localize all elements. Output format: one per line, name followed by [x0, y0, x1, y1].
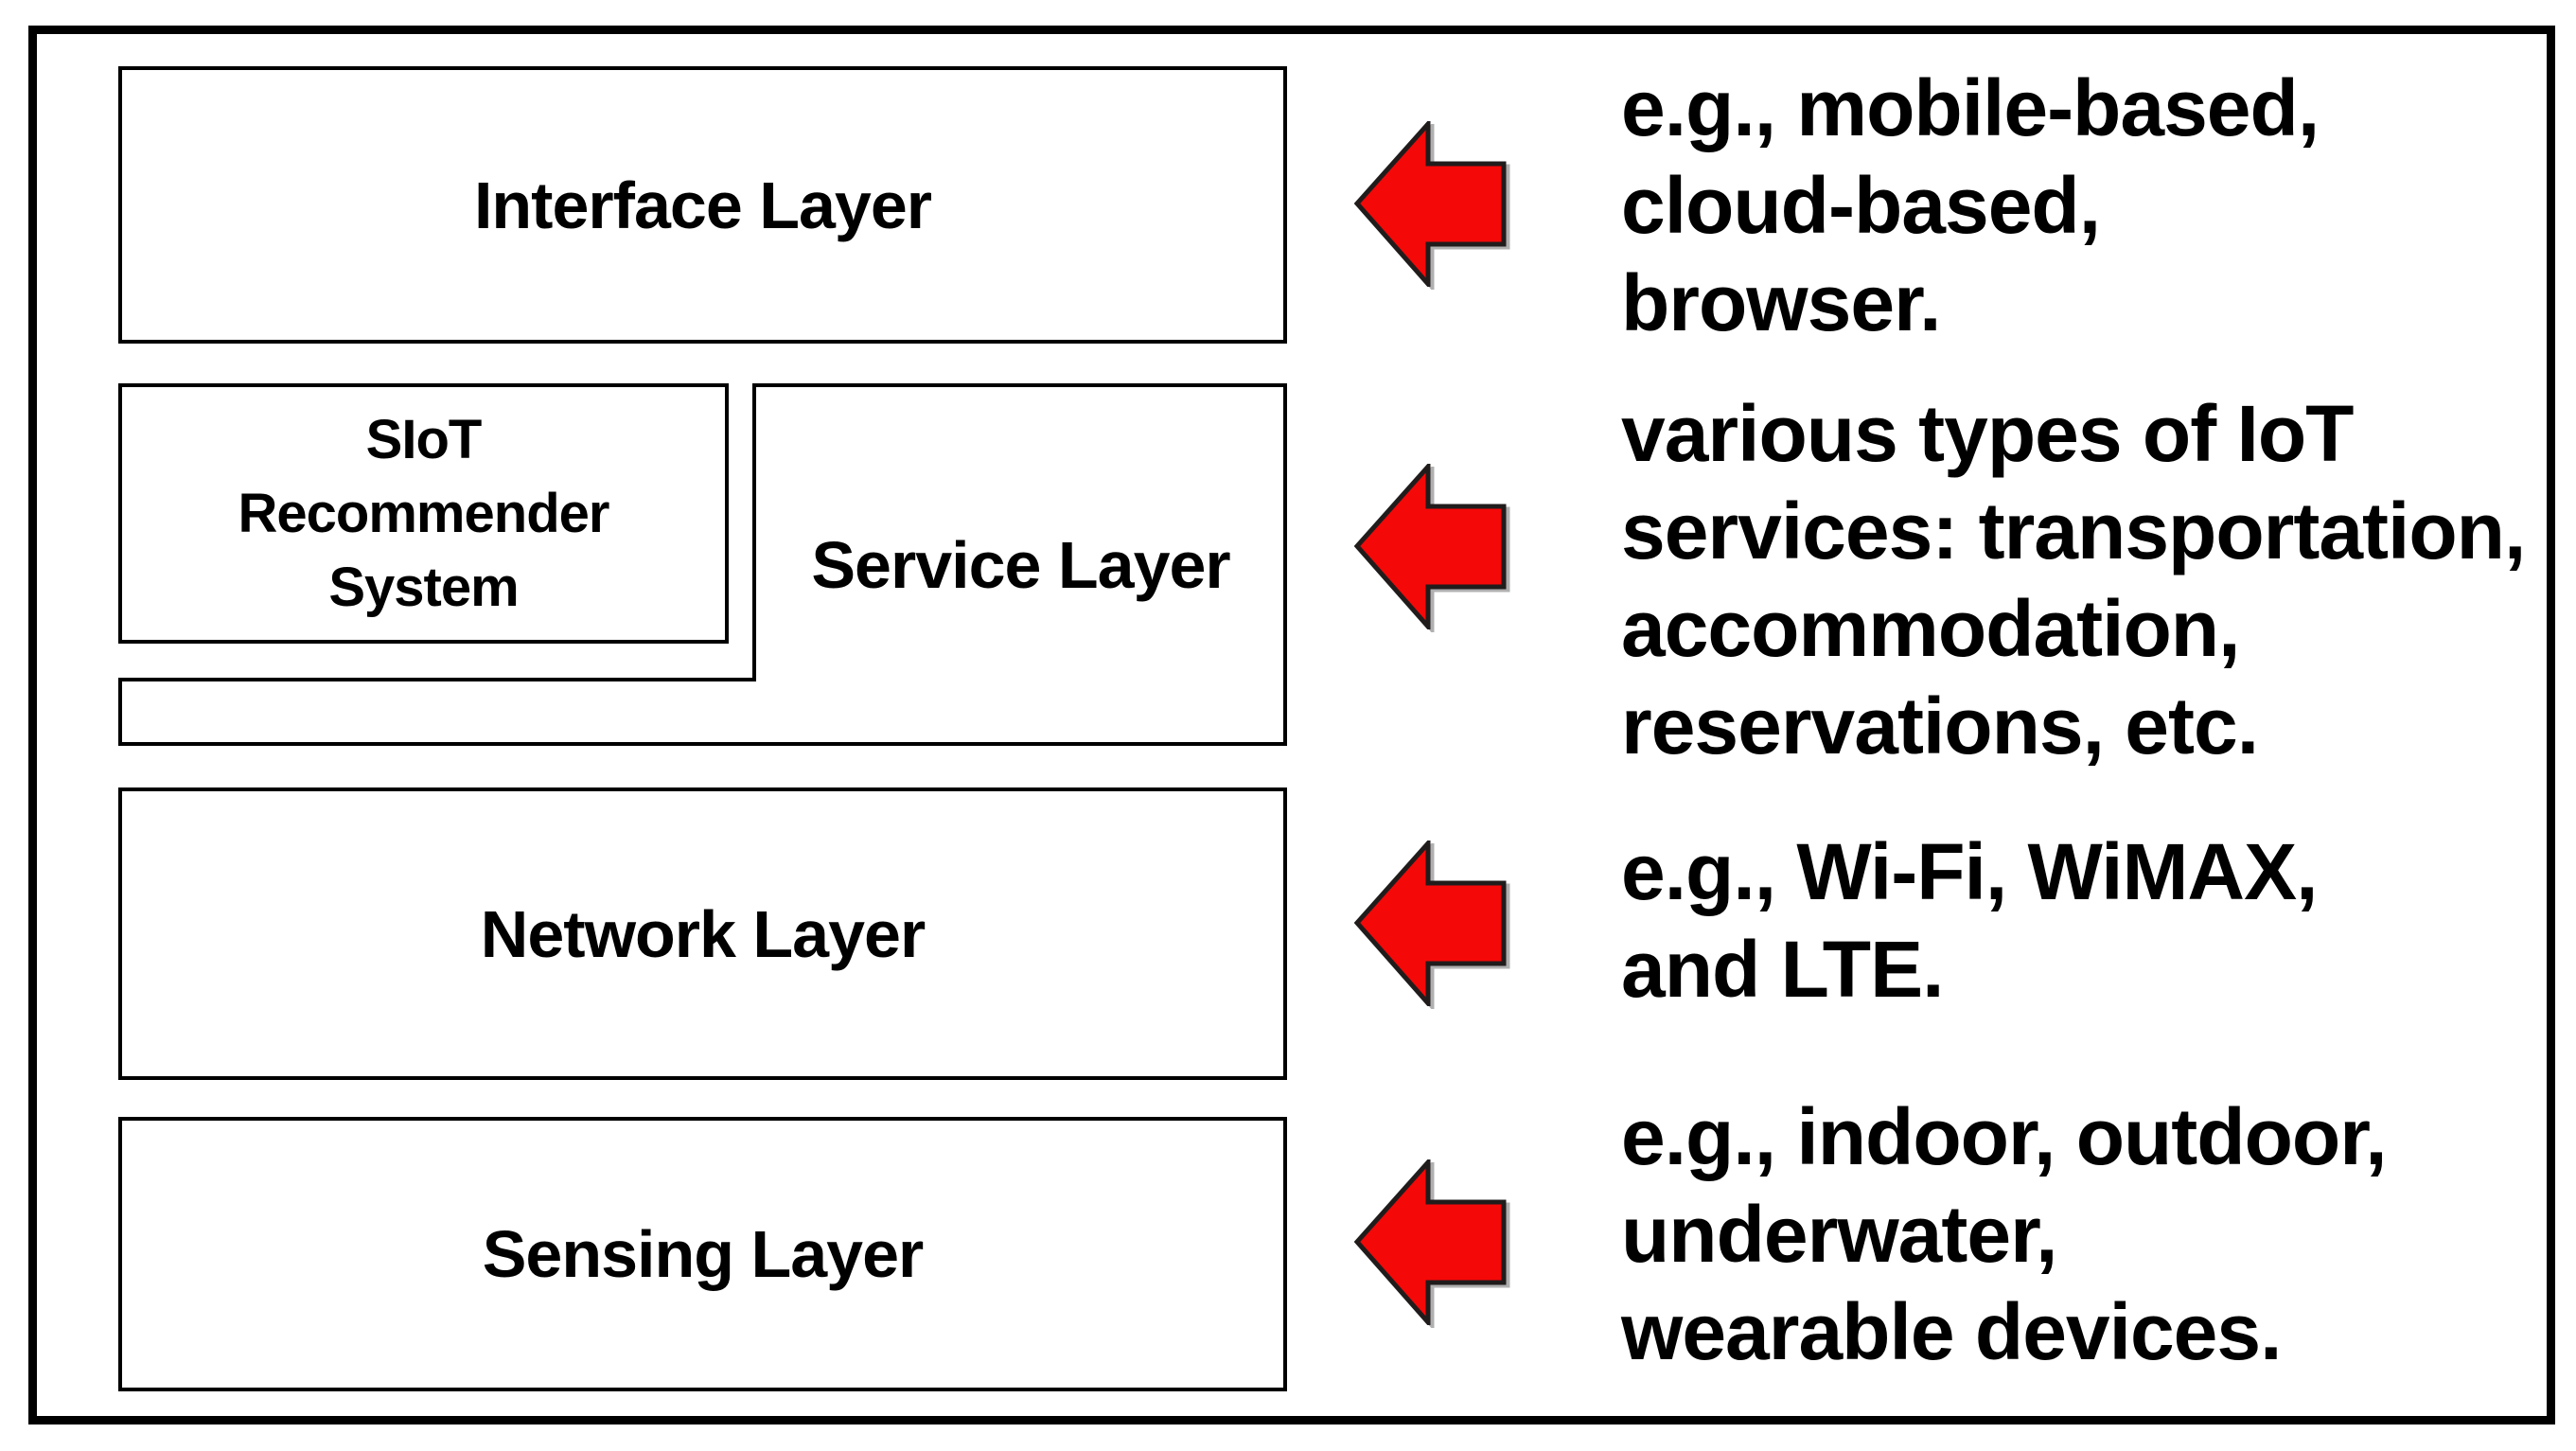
annotation-line: accommodation,: [1621, 584, 2240, 673]
network-layer-box: Network Layer: [118, 787, 1287, 1080]
network-annotation: e.g., Wi-Fi, WiMAX, and LTE.: [1621, 823, 2318, 1018]
interface-annotation: e.g., mobile-based, cloud-based, browser…: [1621, 60, 2320, 352]
annotation-line: wearable devices.: [1621, 1287, 2282, 1376]
annotation-line: cloud-based,: [1621, 161, 2101, 250]
service-layer-outline: [118, 383, 1287, 746]
siot-line: Recommender: [238, 482, 610, 544]
service-layer-shape: [118, 383, 1287, 746]
interface-layer-box: Interface Layer: [118, 66, 1287, 344]
annotation-line: e.g., indoor, outdoor,: [1621, 1092, 2388, 1181]
service-annotation: various types of IoT services: transport…: [1621, 385, 2526, 775]
left-arrow-icon: [1354, 464, 1507, 629]
network-layer-label: Network Layer: [480, 896, 926, 971]
annotation-line: and LTE.: [1621, 925, 1944, 1014]
siot-line: SIoT: [365, 408, 483, 470]
annotation-line: services: transportation,: [1621, 487, 2526, 575]
service-layer-box: Service Layer: [754, 383, 1287, 746]
sensing-annotation: e.g., indoor, outdoor, underwater, weara…: [1621, 1088, 2388, 1381]
sensing-layer-box: Sensing Layer: [118, 1117, 1287, 1391]
siot-recommender-system-box: SIoT Recommender System: [118, 383, 729, 644]
annotation-line: reservations, etc.: [1621, 681, 2259, 770]
interface-layer-label: Interface Layer: [473, 168, 932, 242]
annotation-line: underwater,: [1621, 1190, 2057, 1279]
annotation-line: e.g., mobile-based,: [1621, 63, 2320, 152]
diagram-outer-frame: [28, 26, 2555, 1424]
annotation-line: browser.: [1621, 258, 1941, 347]
left-arrow-icon: [1354, 121, 1507, 287]
left-arrow-icon: [1354, 841, 1507, 1006]
left-arrow-icon: [1354, 1159, 1507, 1325]
annotation-line: various types of IoT: [1621, 389, 2355, 478]
annotation-line: e.g., Wi-Fi, WiMAX,: [1621, 827, 2318, 916]
service-layer-label: Service Layer: [811, 527, 1230, 602]
siot-line: System: [328, 556, 519, 618]
sensing-layer-label: Sensing Layer: [482, 1217, 925, 1291]
